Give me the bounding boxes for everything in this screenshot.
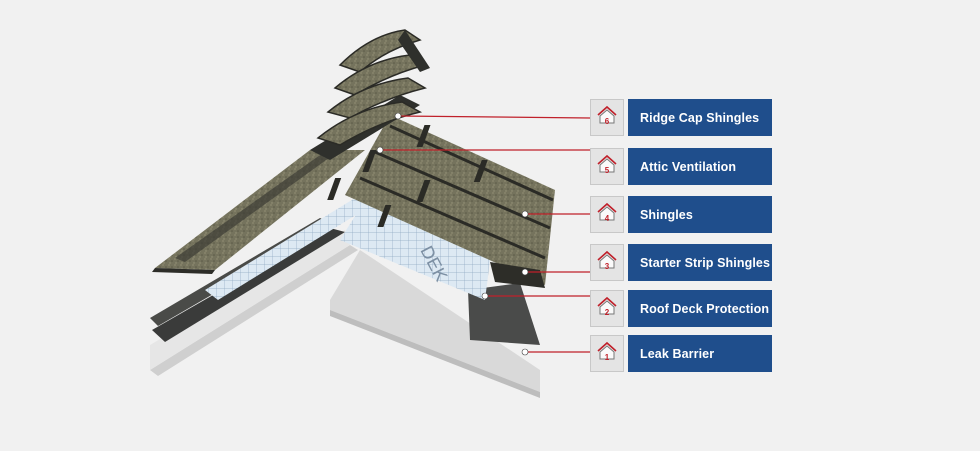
house-layer-icon: 1 — [590, 335, 624, 372]
left-roof-deck — [150, 230, 358, 376]
left-shingles — [152, 148, 365, 274]
house-layer-icon: 4 — [590, 196, 624, 233]
layer-label: Attic Ventilation — [628, 148, 772, 185]
layer-label: Starter Strip Shingles — [628, 244, 772, 281]
leader-lines — [380, 115, 591, 353]
layer-number: 3 — [604, 262, 610, 271]
right-shingles — [327, 115, 555, 285]
layer-row-shingles: 4 Shingles — [590, 196, 772, 233]
house-layer-icon: 3 — [590, 244, 624, 281]
house-layer-icon: 6 — [590, 99, 624, 136]
leader-dots — [376, 112, 529, 356]
layer-number: 2 — [604, 308, 610, 317]
layer-row-starter-strip: 3 Starter Strip Shingles — [590, 244, 772, 281]
right-roof-deck — [330, 250, 540, 398]
layer-row-attic-ventilation: 5 Attic Ventilation — [590, 148, 772, 185]
layer-number: 4 — [604, 214, 610, 223]
layer-label: Leak Barrier — [628, 335, 772, 372]
layer-number: 6 — [604, 117, 610, 126]
house-layer-icon: 2 — [590, 290, 624, 327]
layer-row-ridge-cap: 6 Ridge Cap Shingles — [590, 99, 772, 136]
layer-row-leak-barrier: 1 Leak Barrier — [590, 335, 772, 372]
ridge-cap-shingles — [316, 29, 430, 146]
layer-label: Roof Deck Protection — [628, 290, 772, 327]
layer-number: 5 — [604, 166, 610, 175]
layer-label: Ridge Cap Shingles — [628, 99, 772, 136]
house-layer-icon: 5 — [590, 148, 624, 185]
layer-label: Shingles — [628, 196, 772, 233]
right-starter-strip — [490, 262, 545, 288]
layer-row-roof-deck-protection: 2 Roof Deck Protection — [590, 290, 772, 327]
layer-number: 1 — [604, 353, 610, 362]
left-leak-barrier — [152, 228, 345, 342]
left-underlayment — [205, 195, 372, 300]
